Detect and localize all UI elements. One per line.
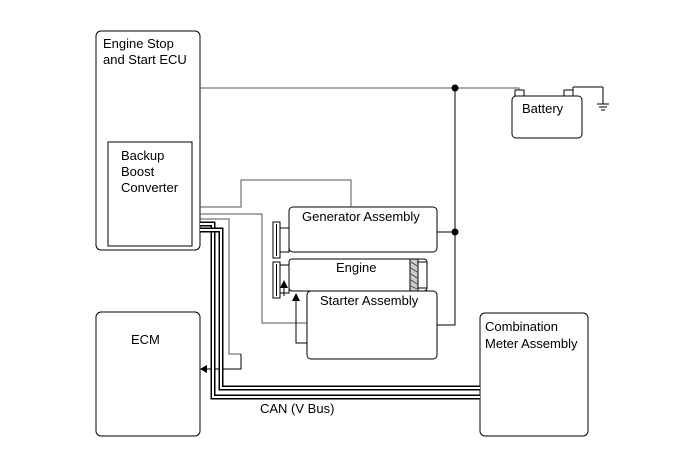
pulley-icon bbox=[272, 221, 290, 299]
battery-terminal-positive bbox=[563, 89, 574, 97]
meter-label-line1: Combination bbox=[485, 319, 558, 334]
signal-wire-generator bbox=[200, 179, 352, 208]
junction-dot-generator bbox=[451, 228, 459, 236]
boost-label-line2: Boost bbox=[121, 164, 155, 179]
ecu-label-line2: and Start ECU bbox=[103, 52, 187, 67]
ground-icon bbox=[572, 86, 609, 111]
engine: Engine bbox=[288, 258, 428, 292]
arrow-to-pulley-icon bbox=[280, 280, 288, 288]
combination-meter-assembly: Combination Meter Assembly bbox=[479, 312, 589, 437]
battery-label: Battery bbox=[522, 101, 564, 116]
boost-label-line1: Backup bbox=[121, 148, 164, 163]
sensor-wire-starter bbox=[295, 299, 307, 344]
battery-terminal-negative bbox=[514, 89, 525, 97]
ecm: ECM bbox=[95, 311, 201, 437]
starter-label: Starter Assembly bbox=[320, 293, 419, 308]
signal-wire-pulley bbox=[200, 213, 307, 324]
power-wire bbox=[200, 87, 520, 90]
junction-dot-top bbox=[451, 84, 459, 92]
boost-label-line3: Converter bbox=[121, 180, 179, 195]
trunk-wire bbox=[437, 88, 456, 326]
battery: Battery bbox=[511, 89, 583, 139]
generator-assembly: Generator Assembly bbox=[288, 206, 438, 253]
ecm-label: ECM bbox=[131, 332, 160, 347]
ecu-label-line1: Engine Stop bbox=[103, 36, 174, 51]
signal-wire-starter bbox=[200, 218, 241, 355]
can-bus: CAN (V Bus) bbox=[200, 221, 480, 416]
arrow-to-ecm-icon bbox=[200, 365, 207, 373]
arrow-to-starter-icon bbox=[292, 293, 300, 301]
meter-label-line2: Meter Assembly bbox=[485, 336, 578, 351]
starter-assembly: Starter Assembly bbox=[306, 290, 438, 360]
backup-boost-converter: Backup Boost Converter bbox=[107, 141, 193, 247]
can-bus-label: CAN (V Bus) bbox=[260, 401, 334, 416]
engine-label: Engine bbox=[336, 260, 376, 275]
generator-label: Generator Assembly bbox=[302, 209, 420, 224]
